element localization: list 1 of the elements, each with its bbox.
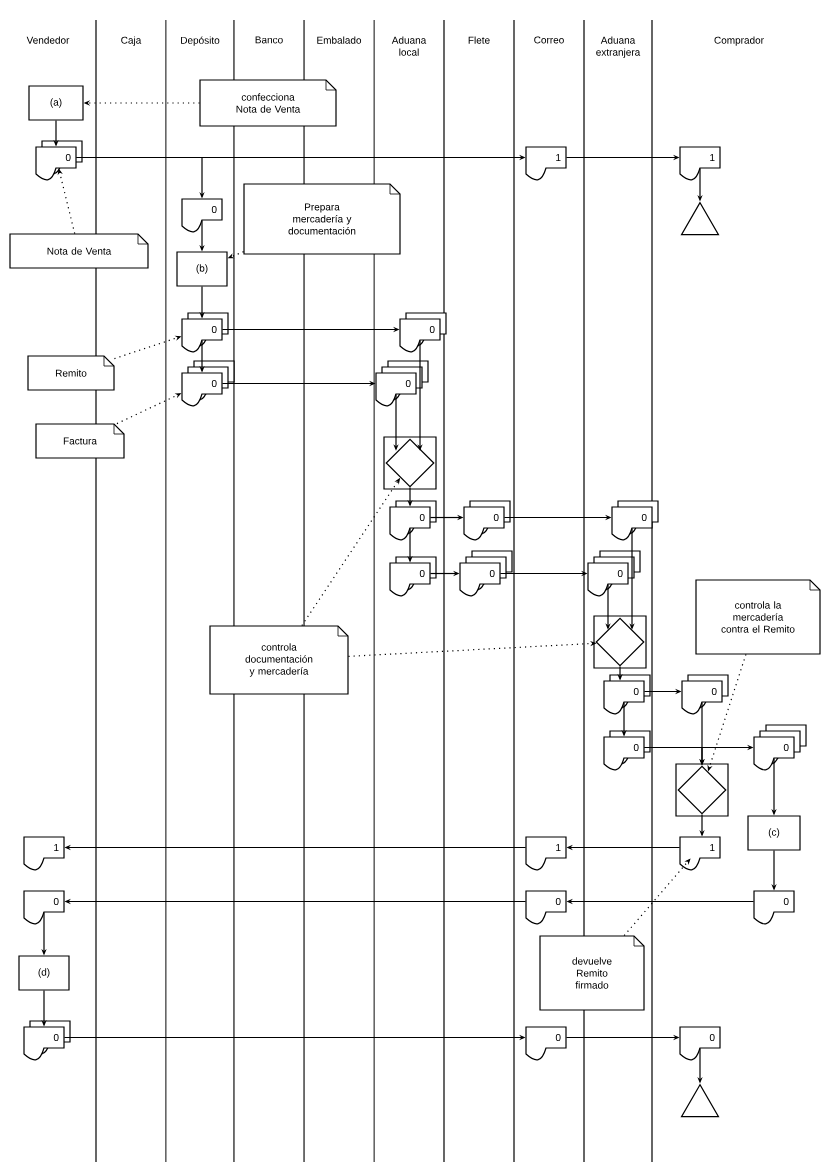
- leader-line: [623, 858, 691, 937]
